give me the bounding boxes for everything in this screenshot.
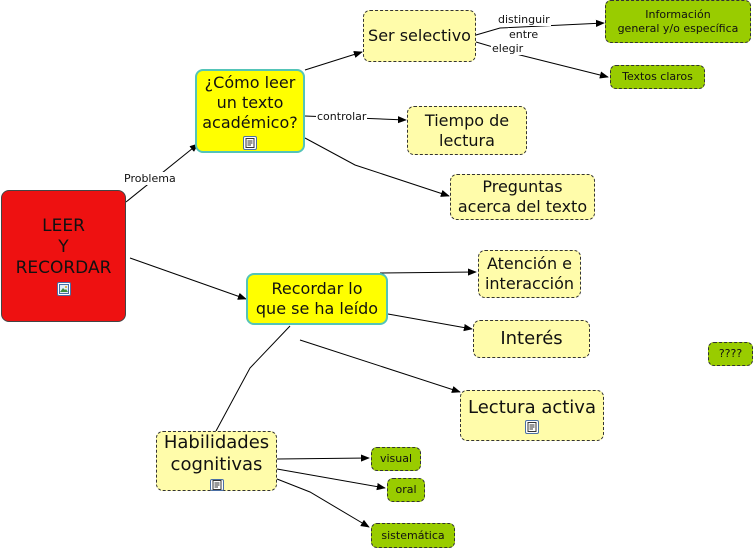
link-recordar-atencion [379, 268, 477, 276]
label-distinguir: distinguir [497, 13, 551, 26]
link-leer-recordar [129, 257, 247, 300]
node-visual[interactable]: visual [371, 447, 421, 471]
node-label: Ser selectivo [368, 26, 471, 45]
label-elegir: elegir [491, 42, 525, 55]
label-controlar: controlar [316, 110, 368, 123]
link-como-preguntas [304, 137, 450, 197]
node-preguntas[interactable]: Preguntas acerca del texto [450, 174, 595, 220]
node-label: Tiempo de lectura [424, 110, 510, 150]
node-label: ???? [718, 347, 743, 361]
node-label: oral [395, 483, 417, 497]
link-habilidades-sistematica [276, 478, 370, 528]
node-label: LEER Y RECORDAR [15, 215, 112, 279]
link-habilidades-oral [276, 468, 386, 491]
node-recordar[interactable]: Recordar lo que se ha leído [246, 273, 388, 325]
link-como-selectivo [304, 51, 363, 71]
node-label: Habilidades cognitivas [163, 431, 270, 476]
node-label: Información general y/o específica [617, 7, 739, 35]
node-label: ¿Cómo leer un texto académico? [202, 72, 298, 132]
document-icon[interactable] [209, 478, 224, 491]
node-leer-y-recordar[interactable]: LEER Y RECORDAR [1, 190, 126, 322]
node-interes[interactable]: Interés [473, 320, 590, 358]
document-icon[interactable] [243, 135, 257, 150]
node-sistematica[interactable]: sistemática [371, 523, 455, 548]
link-recordar-habilidades [215, 325, 291, 432]
document-icon[interactable] [525, 419, 539, 434]
node-label: Atención e interacción [484, 254, 575, 293]
link-selectivo-info [475, 19, 605, 36]
node-label: sistemática [381, 528, 445, 542]
node-habilidades[interactable]: Habilidades cognitivas [156, 431, 277, 491]
node-informacion[interactable]: Información general y/o específica [605, 0, 751, 43]
node-tiempo-lectura[interactable]: Tiempo de lectura [407, 106, 527, 155]
node-ser-selectivo[interactable]: Ser selectivo [363, 10, 476, 62]
node-label: Recordar lo que se ha leído [255, 279, 379, 318]
node-label: Textos claros [622, 70, 693, 84]
label-entre: entre [508, 28, 540, 41]
node-question-marks[interactable]: ???? [708, 342, 753, 366]
link-recordar-lectura [299, 339, 461, 393]
link-habilidades-visual [276, 454, 370, 462]
node-label: visual [379, 452, 413, 466]
node-atencion[interactable]: Atención e interacción [478, 250, 581, 298]
label-problema: Problema [123, 172, 177, 185]
node-label: Interés [500, 327, 563, 349]
node-label: Preguntas acerca del texto [457, 177, 588, 216]
node-textos-claros[interactable]: Textos claros [610, 65, 705, 89]
node-como-leer[interactable]: ¿Cómo leer un texto académico? [195, 69, 305, 153]
node-oral[interactable]: oral [387, 478, 425, 502]
node-lectura-activa[interactable]: Lectura activa [460, 390, 604, 441]
image-icon[interactable] [56, 282, 71, 297]
node-label: Lectura activa [468, 397, 596, 419]
link-selectivo-textos [475, 41, 609, 79]
link-recordar-interes [387, 313, 473, 332]
